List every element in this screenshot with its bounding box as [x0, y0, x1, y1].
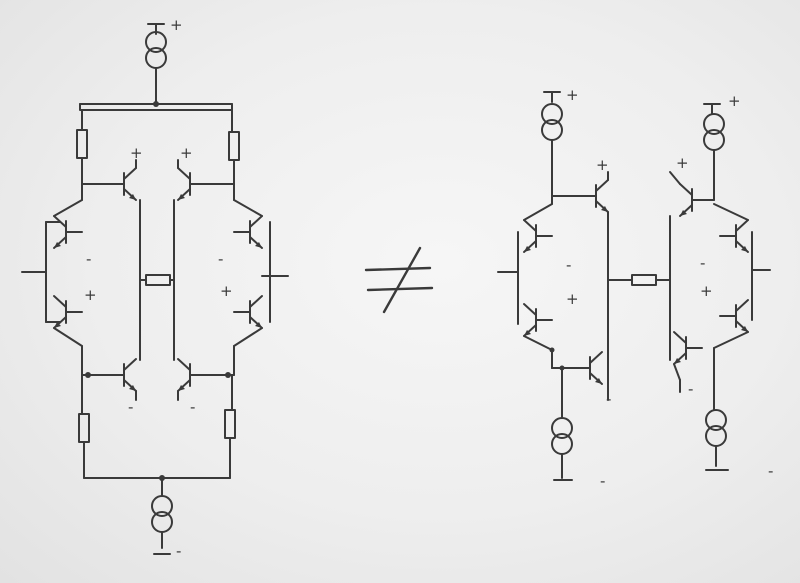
right-circuit: + + - + - - + + - + - -: [497, 86, 773, 490]
left-lower-inner-minus-a: -: [128, 398, 133, 416]
left-outer-plus-b: +: [220, 282, 233, 300]
right-a-plus: +: [566, 290, 579, 308]
right-a-upper-plus: +: [596, 156, 609, 174]
left-circuit: + + + - + - + - - -: [21, 16, 289, 560]
right-b-top-plus: +: [728, 92, 741, 110]
left-outer-plus-a: +: [84, 286, 97, 304]
not-equal-sign: [364, 246, 434, 314]
right-a-bottom-minus: -: [600, 472, 605, 490]
left-outer-minus-b: -: [218, 250, 223, 268]
right-b-plus: +: [700, 282, 713, 300]
left-upper-inner-plus-b: +: [180, 144, 193, 162]
right-b-lower-minus: -: [688, 380, 693, 398]
left-outer-minus-a: -: [86, 250, 91, 268]
right-a-top-plus: +: [566, 86, 579, 104]
right-a-lower-minus: -: [606, 390, 611, 408]
left-lower-inner-minus-b: -: [190, 398, 195, 416]
left-bottom-minus-label: -: [176, 542, 181, 560]
left-top-plus-label: +: [170, 16, 183, 34]
right-b-upper-plus: +: [676, 154, 689, 172]
right-b-minus: -: [700, 254, 705, 272]
right-a-minus: -: [566, 256, 571, 274]
right-b-bottom-minus: -: [768, 462, 773, 480]
left-upper-inner-plus-a: +: [130, 144, 143, 162]
